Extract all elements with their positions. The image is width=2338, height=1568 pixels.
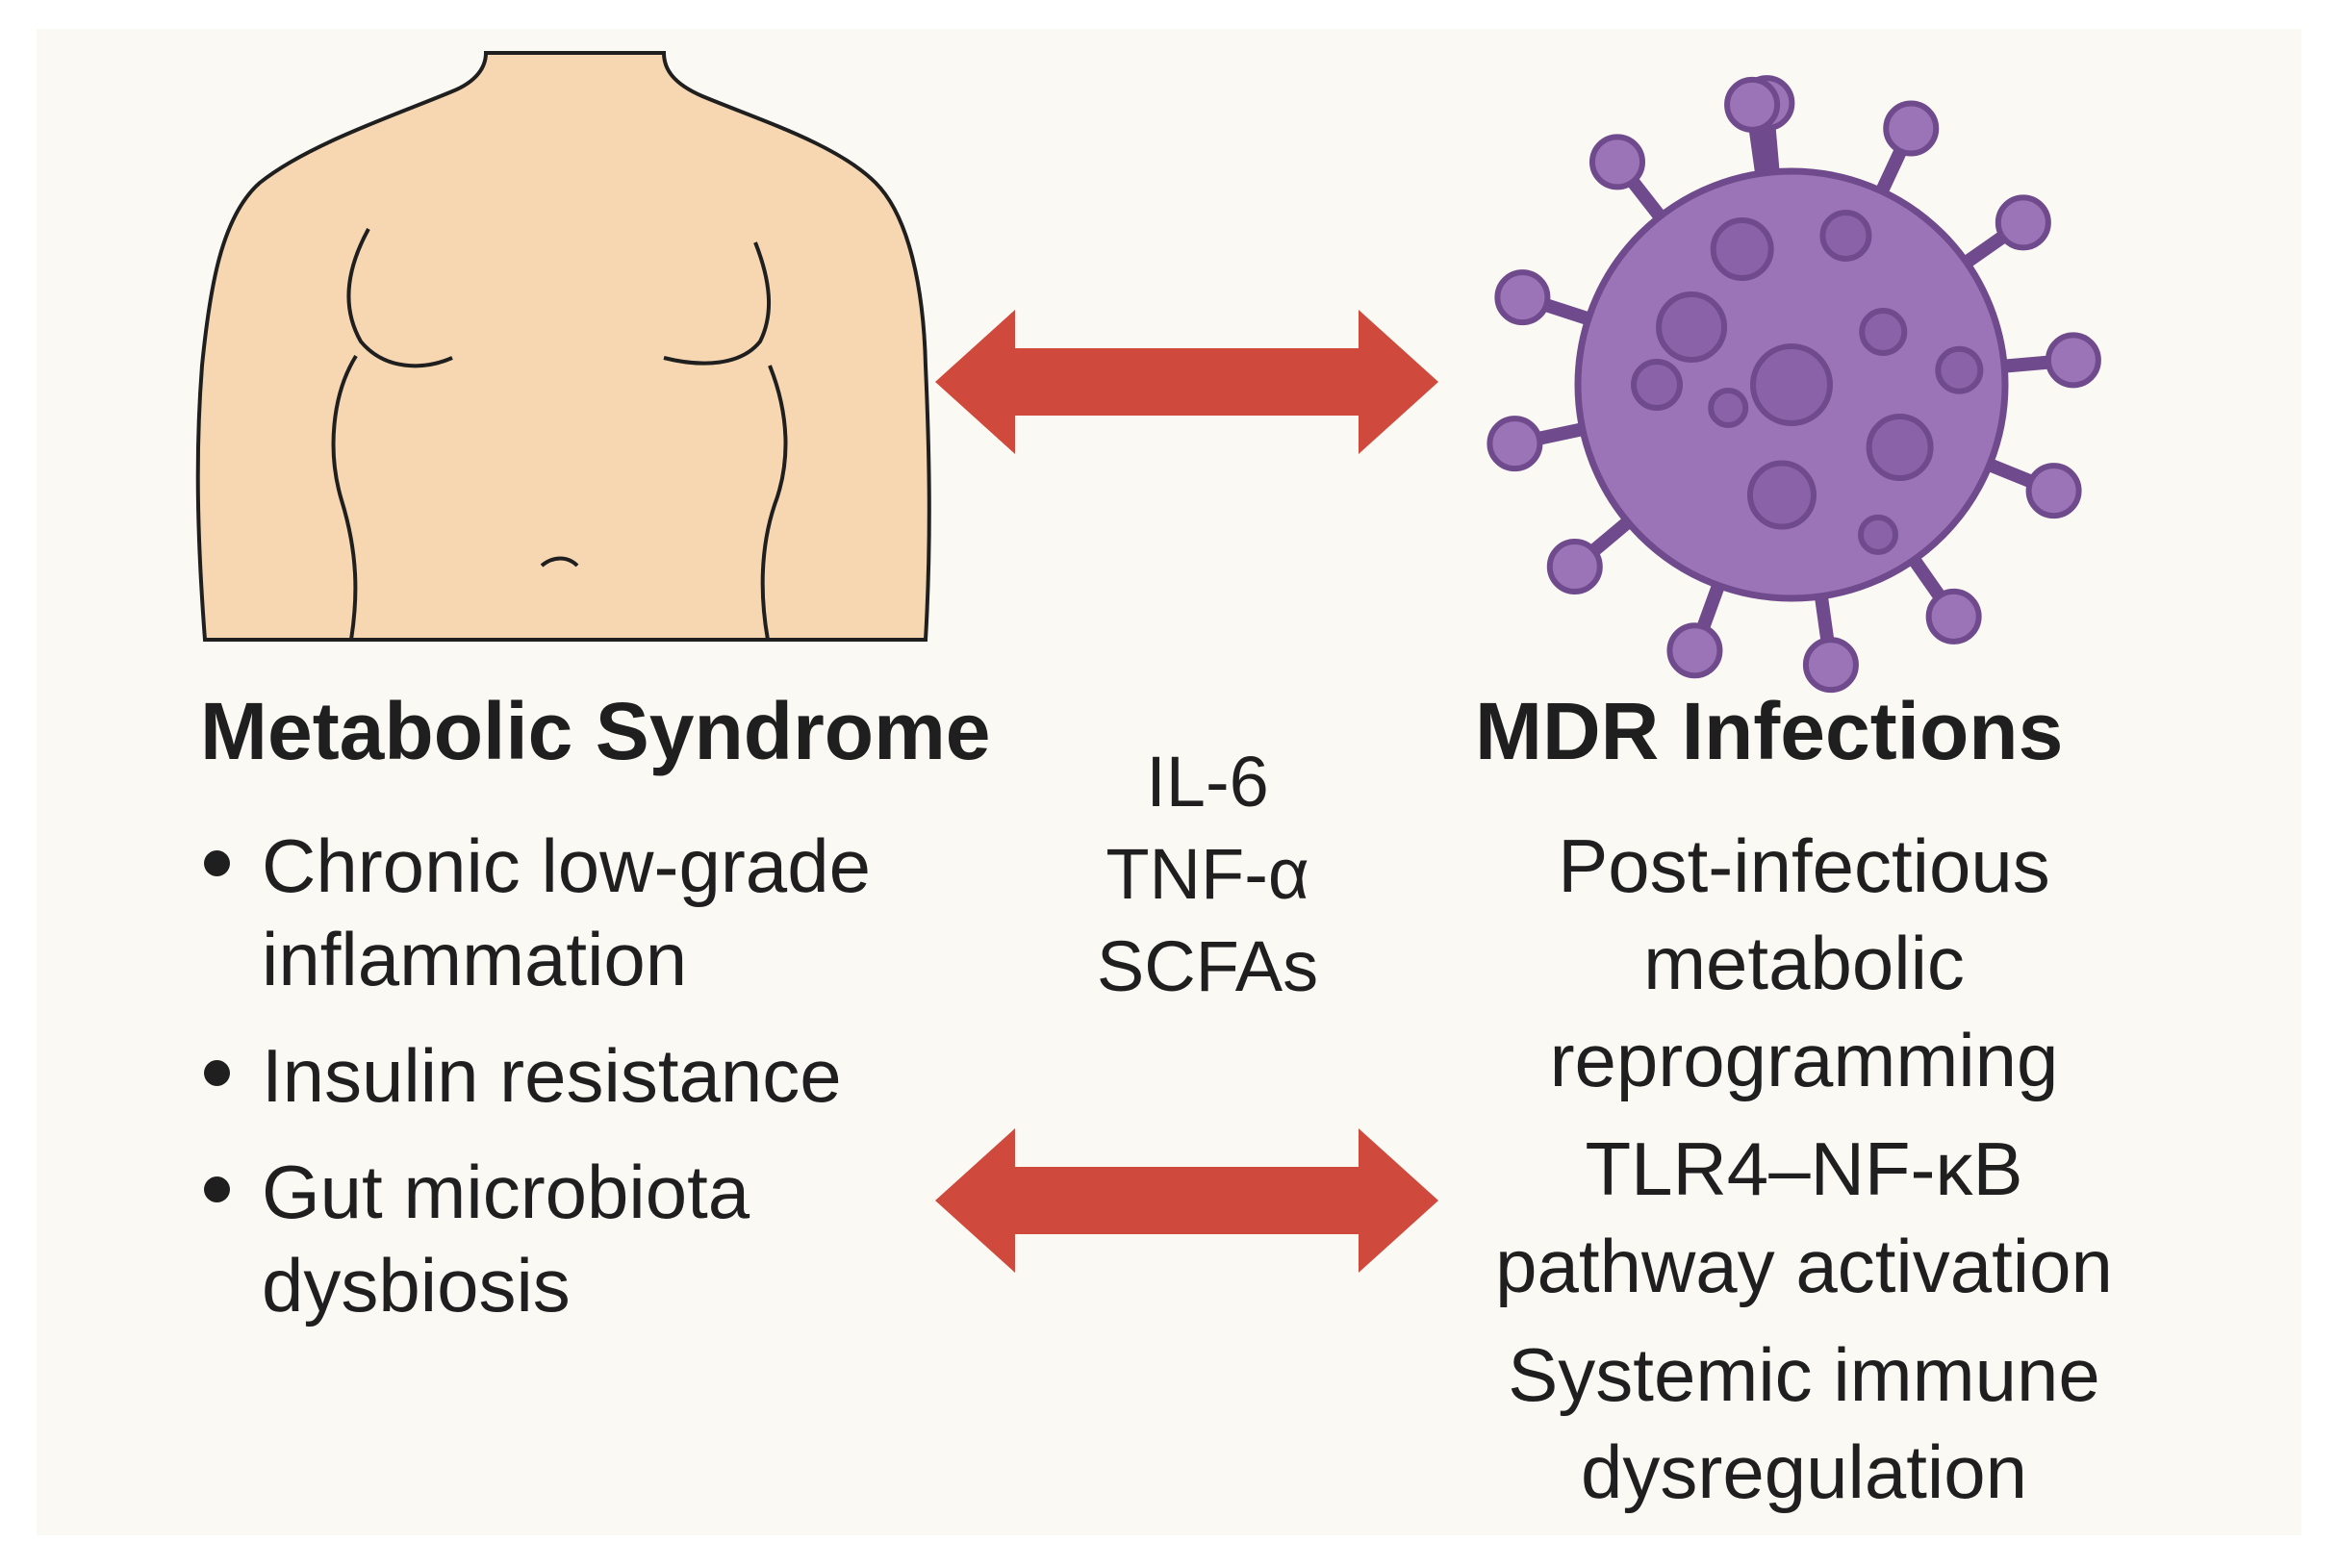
virus-spot — [1866, 414, 1934, 481]
torso-navel — [540, 556, 579, 568]
list-item-line: Insulin resistance — [262, 1033, 842, 1118]
bullet-icon — [204, 1060, 230, 1086]
virus-spike-tip — [1883, 100, 1940, 157]
list-item-line: Chronic low-grade — [262, 823, 871, 908]
list-item-line: TLR4–NF-κB — [1585, 1126, 2023, 1211]
bullet-icon — [204, 1176, 230, 1202]
list-item-line: dysbiosis — [262, 1243, 571, 1328]
right-title: MDR Infections — [1475, 686, 2064, 776]
list-item-line: inflammation — [262, 917, 688, 1001]
mediator-il6: IL-6 — [1146, 742, 1269, 822]
virus-spike-tip — [1588, 134, 1645, 190]
virus-spike-tip — [1666, 622, 1723, 679]
mediator-scfas: SCFAs — [1096, 926, 1319, 1006]
list-item-line: reprogramming — [1549, 1018, 2059, 1102]
virus-spot — [1858, 514, 1898, 555]
arrow-upper — [935, 310, 1438, 454]
list-item-line: Systemic immune — [1508, 1332, 2100, 1417]
virus-spots — [1631, 209, 1984, 555]
list-item: Gut microbiota dysbiosis — [202, 1146, 871, 1332]
virus-spike-tip — [2045, 332, 2101, 389]
torso-body — [195, 51, 931, 642]
virus-spike-tip — [1925, 588, 1982, 645]
human-torso-icon — [195, 51, 931, 642]
virus-spike-tip — [1487, 416, 1543, 472]
virus-spot — [1859, 308, 1908, 356]
list-item-line: Gut microbiota — [262, 1150, 750, 1234]
virus-spike-tip — [1494, 269, 1551, 326]
virus-spike-tip — [1995, 194, 2051, 251]
virus-spot — [1750, 343, 1833, 426]
virus-spot — [1746, 460, 1817, 530]
virus-spike-tip — [1546, 538, 1603, 594]
virus-spikes — [1487, 75, 2101, 694]
list-item-line: metabolic — [1643, 921, 1965, 1005]
double-headed-arrow-icon — [935, 1128, 1438, 1273]
virus-spike-tip — [1724, 76, 1781, 133]
torso-chest-left — [346, 228, 453, 368]
virus-spike-tip — [1802, 637, 1859, 694]
virus-spot — [1708, 387, 1749, 428]
arrow-lower — [935, 1128, 1438, 1273]
virus-spot — [1710, 217, 1774, 282]
right-feature-list: Post-infectious metabolic reprogramming … — [1424, 818, 2184, 1521]
mediator-tnf-alpha: TNF-α — [1105, 834, 1309, 914]
list-item-line: Post-infectious — [1558, 823, 2050, 908]
double-headed-arrow-icon — [935, 310, 1438, 454]
bullet-icon — [204, 850, 230, 876]
left-title: Metabolic Syndrome — [200, 686, 991, 776]
virus-spike-tip — [2025, 463, 2082, 519]
list-item: Insulin resistance — [202, 1029, 871, 1123]
virus-spot — [1631, 359, 1683, 411]
left-feature-list: Chronic low-grade inflammation Insulin r… — [202, 820, 871, 1355]
virus-spot — [1935, 345, 1984, 394]
virus-icon — [1487, 75, 2101, 694]
list-item: Chronic low-grade inflammation — [202, 820, 871, 1006]
mediator-list: IL-6 TNF-α SCFAs — [1049, 736, 1366, 1013]
torso-chest-right — [663, 241, 771, 366]
torso-side-left — [331, 354, 358, 641]
list-item-line: dysregulation — [1581, 1429, 2027, 1514]
virus-spot — [1656, 291, 1728, 363]
torso-side-right — [760, 365, 788, 641]
list-item-line: pathway activation — [1495, 1224, 2113, 1308]
virus-spot — [1819, 209, 1872, 262]
